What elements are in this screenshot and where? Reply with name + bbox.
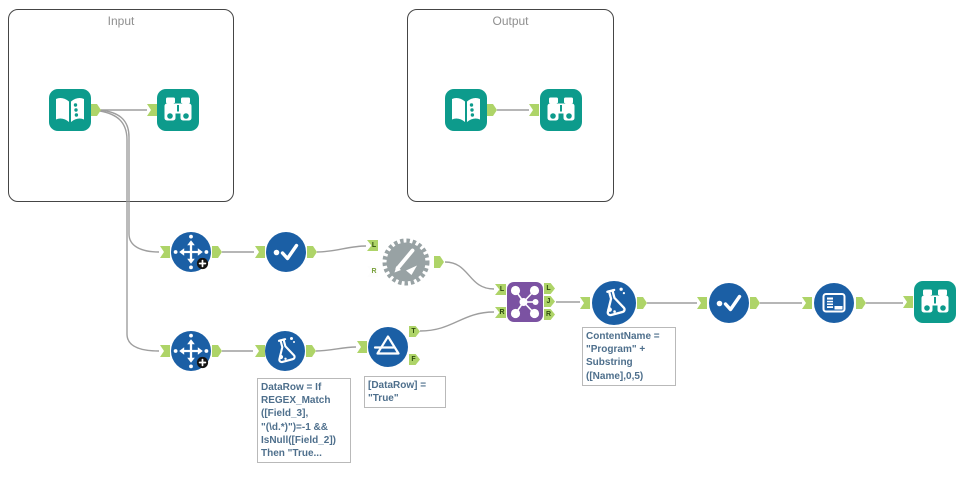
dynamic-rename-output-anchor[interactable] xyxy=(434,256,444,268)
unique1-output-anchor[interactable] xyxy=(307,246,317,258)
anchor-letter: L xyxy=(371,242,377,249)
report-table-icon xyxy=(822,293,846,313)
input-data-tool[interactable] xyxy=(49,89,91,131)
output-data-tool[interactable] xyxy=(445,89,487,131)
move-arrows-tool-1[interactable] xyxy=(171,232,211,272)
dot-check-icon xyxy=(716,294,742,312)
table-input-anchor[interactable] xyxy=(802,297,812,309)
join-tool[interactable] xyxy=(507,282,543,322)
browse-tool-final[interactable] xyxy=(914,281,956,323)
anchor-letter: L xyxy=(546,285,551,292)
browse-tool-input[interactable] xyxy=(157,89,199,131)
unique1-input-anchor[interactable] xyxy=(255,246,265,258)
input-data-output-anchor[interactable] xyxy=(91,104,101,116)
formula2-output-anchor[interactable] xyxy=(637,297,647,309)
formula-tool-1[interactable] xyxy=(265,331,305,371)
wire-formula1-to-filter[interactable] xyxy=(315,346,357,352)
move-arrows-tool-2[interactable] xyxy=(171,331,211,371)
dynamic-rename-tool[interactable] xyxy=(379,235,433,289)
unique2-input-anchor[interactable] xyxy=(697,297,707,309)
dynamic-rename-l-input-anchor[interactable]: L xyxy=(367,240,378,251)
output-data-output-anchor[interactable] xyxy=(487,104,497,116)
filter-annotation[interactable]: [DataRow] = "True" xyxy=(364,376,446,409)
wire-unique1-to-dynrename[interactable] xyxy=(316,245,367,253)
anchor-letter: T xyxy=(411,328,416,335)
binoculars-icon xyxy=(547,97,575,121)
move-arrows-plus-icon xyxy=(173,234,209,270)
unique-tool-2[interactable] xyxy=(709,283,749,323)
open-book-icon xyxy=(56,97,84,122)
binoculars-icon xyxy=(164,97,192,121)
unique-tool-1[interactable] xyxy=(266,232,306,272)
join-j-output-anchor[interactable]: J xyxy=(544,296,555,307)
formula2-annotation[interactable]: ContentName = "Program" + Substring ([Na… xyxy=(582,327,676,386)
wire-input-to-arrows2[interactable] xyxy=(99,110,160,352)
filter-tool[interactable] xyxy=(368,327,408,367)
anchor-letter: J xyxy=(546,298,551,305)
join-r-input-anchor[interactable]: R xyxy=(495,307,506,318)
unique2-output-anchor[interactable] xyxy=(750,297,760,309)
anchor-letter: R xyxy=(545,311,552,318)
wire-filter-t-to-join-r[interactable] xyxy=(419,311,495,332)
arrows2-input-anchor[interactable] xyxy=(160,345,170,357)
output-container-title: Output xyxy=(492,14,529,28)
anchor-letter: R xyxy=(371,268,377,275)
wire-input-to-arrows1[interactable] xyxy=(99,109,160,253)
wire-dynrename-to-join-l[interactable] xyxy=(444,261,495,290)
network-icon xyxy=(507,282,543,322)
arrows2-output-anchor[interactable] xyxy=(212,345,222,357)
dynamic-rename-r-input-anchor[interactable]: R xyxy=(367,266,378,277)
formula2-input-anchor[interactable] xyxy=(580,297,590,309)
join-r-output-anchor[interactable]: R xyxy=(544,309,555,320)
join-l-output-anchor[interactable]: L xyxy=(544,283,555,294)
filter-true-output-anchor[interactable]: T xyxy=(409,326,420,337)
anchor-letter: L xyxy=(499,286,505,293)
arrows1-output-anchor[interactable] xyxy=(212,246,222,258)
formula1-output-anchor[interactable] xyxy=(306,345,316,357)
table-output-anchor[interactable] xyxy=(856,297,866,309)
arrows1-input-anchor[interactable] xyxy=(160,246,170,258)
browse-output-input-anchor[interactable] xyxy=(529,104,539,116)
dot-check-icon xyxy=(273,243,299,261)
flask-icon xyxy=(277,337,296,364)
open-book-icon xyxy=(452,97,480,122)
browse-tool-output[interactable] xyxy=(540,89,582,131)
formula1-annotation[interactable]: DataRow = If REGEX_Match ([Field_3], "(\… xyxy=(257,378,351,464)
browse-input-input-anchor[interactable] xyxy=(147,104,157,116)
binoculars-icon xyxy=(921,289,949,313)
flask-icon xyxy=(606,287,626,317)
formula-tool-2[interactable] xyxy=(592,281,636,325)
anchor-letter: R xyxy=(499,309,505,316)
anchor-letter: F xyxy=(411,356,416,363)
browse-final-input-anchor[interactable] xyxy=(903,296,913,308)
move-arrows-plus-icon xyxy=(173,333,209,369)
filter-false-output-anchor[interactable]: F xyxy=(409,354,420,365)
filter-input-anchor[interactable] xyxy=(357,341,367,353)
input-container-title: Input xyxy=(107,14,135,28)
table-tool[interactable] xyxy=(814,283,854,323)
join-l-input-anchor[interactable]: L xyxy=(495,284,506,295)
funnel-icon xyxy=(373,335,400,355)
gear-pencil-icon xyxy=(382,238,430,286)
formula1-input-anchor[interactable] xyxy=(255,345,265,357)
